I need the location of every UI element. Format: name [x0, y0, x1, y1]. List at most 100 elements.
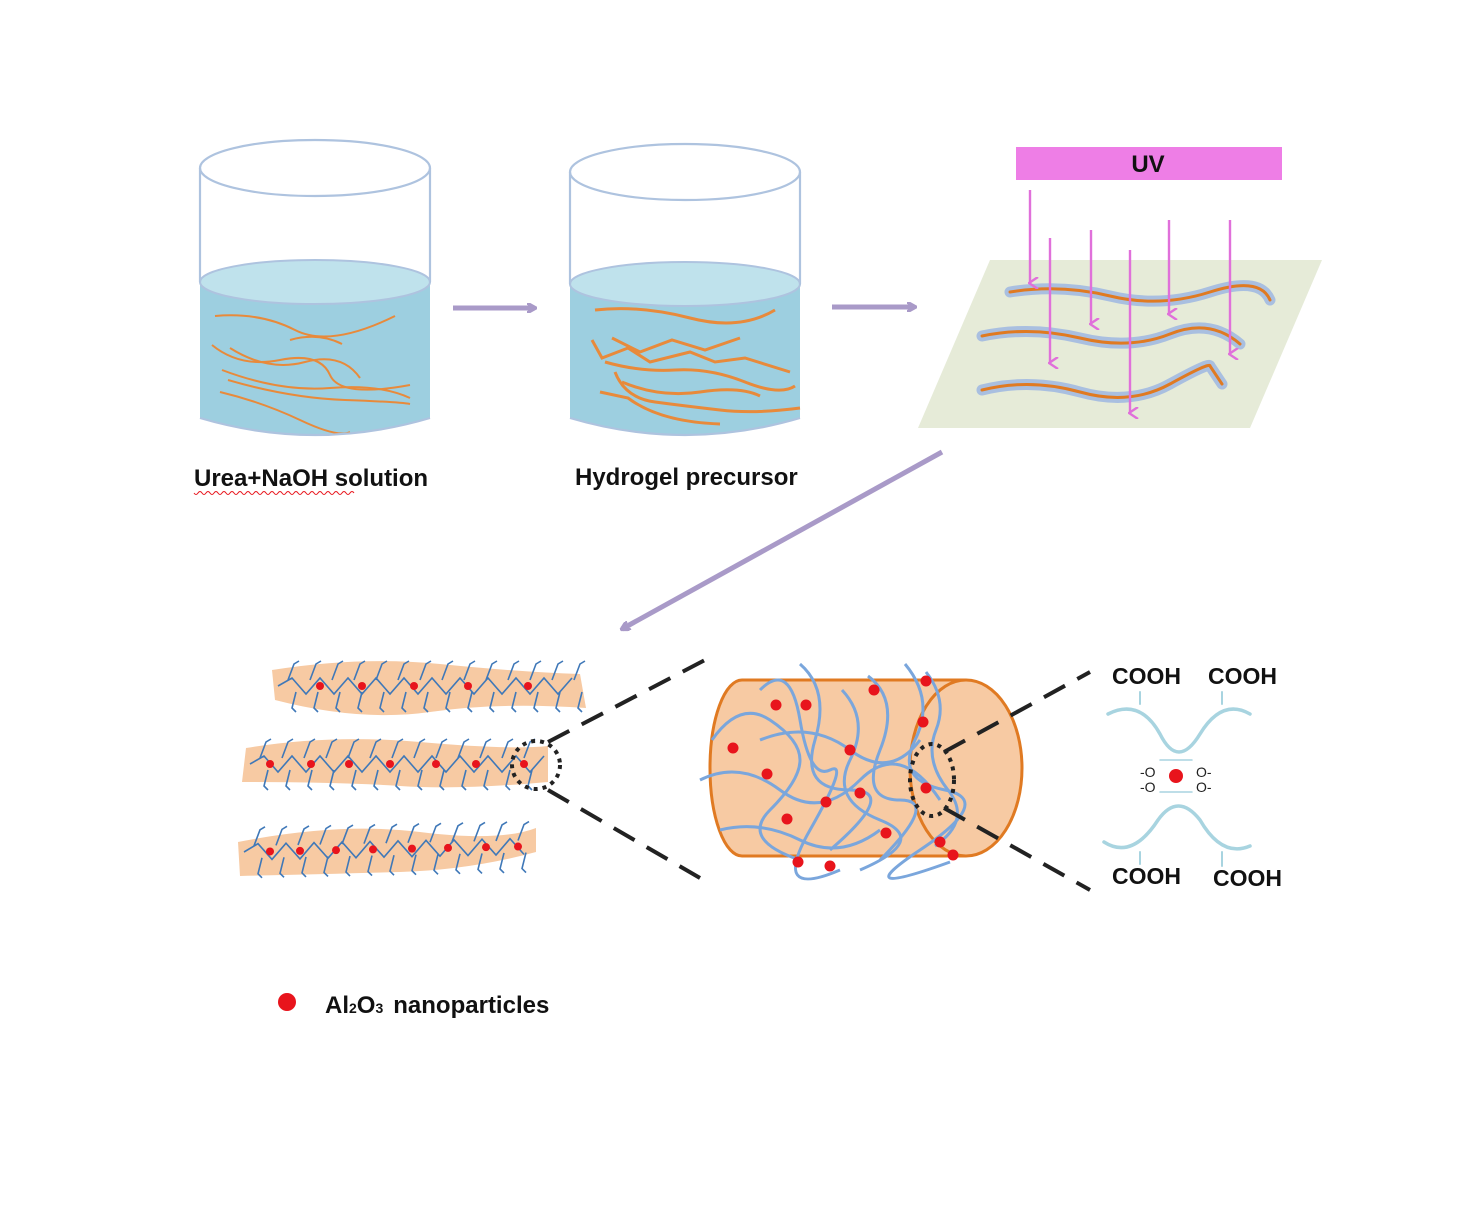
- chain-bottom: [1102, 804, 1252, 851]
- fiber-particle: [369, 845, 377, 854]
- fiber-band-3: [238, 828, 536, 876]
- uv-lamp-bar: [1016, 147, 1282, 180]
- fiber-particle: [514, 842, 522, 851]
- al2o3-particle-detail: [1169, 769, 1183, 783]
- fiber-branch: [499, 852, 505, 874]
- fiber-particle: [386, 760, 394, 768]
- fiber-particle: [482, 843, 490, 852]
- fiber-branch: [329, 769, 335, 791]
- fiber-backbone: [243, 837, 525, 861]
- uv-rays: [1030, 190, 1230, 413]
- cylinder-particle: [917, 716, 929, 728]
- cooh-label-4: COOH: [1213, 865, 1282, 891]
- cylinder-particle: [934, 836, 946, 848]
- fiber-branch: [573, 660, 586, 681]
- fiber-branch: [303, 738, 316, 759]
- fiber-branch: [281, 738, 294, 759]
- fiber-branch: [345, 855, 351, 877]
- fiber-branch: [467, 691, 473, 713]
- fiber-branch: [461, 769, 467, 791]
- fiber-branch: [257, 857, 263, 879]
- fiber-particle: [345, 760, 353, 768]
- cylinder-particle: [880, 827, 892, 839]
- o-minus-1: -O: [1140, 764, 1156, 780]
- fiber-branch: [297, 825, 310, 846]
- o-minus-3: O-: [1196, 764, 1212, 780]
- fiber-particle: [358, 682, 366, 690]
- fiber-backbone: [249, 754, 545, 774]
- fiber-branch: [501, 738, 514, 759]
- fiber-branch: [555, 691, 561, 713]
- fiber-branch: [309, 660, 322, 681]
- fiber-band-1: [272, 661, 586, 716]
- fiber-network: [243, 660, 586, 879]
- fiber-particle: [464, 682, 472, 690]
- cooh-label-1: COOH: [1112, 663, 1181, 689]
- polymer-strand: [719, 825, 881, 850]
- cylinder-particle: [868, 684, 880, 696]
- fiber-branch: [577, 691, 583, 713]
- polymer-strand: [799, 662, 873, 852]
- chain-top: [1106, 707, 1252, 754]
- cylinder-particle: [800, 699, 812, 711]
- fiber-branch: [429, 822, 442, 843]
- label-urea-naoh: Urea+NaOH solution: [194, 465, 428, 492]
- fiber-branch: [391, 738, 404, 759]
- fiber-particle: [266, 760, 274, 768]
- cellulose-fibers: [211, 314, 411, 435]
- fiber-branch: [479, 738, 492, 759]
- fiber-branch: [379, 691, 385, 713]
- fiber-branch: [489, 691, 495, 713]
- cylinder-particle: [770, 699, 782, 711]
- fiber-branch: [323, 856, 329, 878]
- fiber-branch: [445, 691, 451, 713]
- fiber-branch: [307, 769, 313, 791]
- fiber-branch: [441, 660, 454, 681]
- fiber-branch: [433, 854, 439, 875]
- fiber-branch: [341, 824, 354, 845]
- fiber-branch: [401, 691, 407, 713]
- o-minus-2: -O: [1140, 779, 1156, 795]
- fiber-particle: [296, 846, 304, 855]
- fiber-particle: [472, 760, 480, 768]
- beaker-urea-naoh: [198, 138, 432, 437]
- polymer-strand: [758, 678, 841, 881]
- cylinder-particle: [920, 675, 932, 687]
- zoom-lines-2: [943, 670, 1091, 892]
- fiber-branch: [275, 825, 288, 846]
- fiber-branch: [287, 660, 300, 681]
- fiber-branch: [369, 738, 382, 759]
- uv-crosslinking-stage: UV: [918, 147, 1322, 428]
- cylinder-nanoparticles: [727, 675, 959, 872]
- zoom-circle-small: [510, 739, 562, 791]
- fiber-branch: [367, 855, 373, 877]
- fiber-branch: [291, 691, 297, 713]
- dissolved-fibers: [590, 307, 801, 426]
- zoom-circle-large: [908, 742, 956, 818]
- fiber-particle: [524, 682, 532, 690]
- spellcheck-underline: [193, 491, 355, 495]
- fiber-branch: [551, 660, 564, 681]
- fiber-branch: [529, 660, 542, 681]
- fiber-particle: [444, 843, 452, 852]
- cooh-label-3: COOH: [1112, 863, 1181, 889]
- beaker-hydrogel-precursor: [568, 142, 802, 437]
- fiber-branch: [423, 691, 429, 713]
- o-minus-4: O-: [1196, 779, 1212, 795]
- fiber-branch: [521, 852, 527, 874]
- fiber-branch: [331, 660, 344, 681]
- fiber-branch: [357, 691, 363, 713]
- fiber-branch: [463, 660, 476, 681]
- uv-label: UV: [1131, 151, 1164, 178]
- fiber-branch: [505, 769, 511, 791]
- process-arrow-3: [622, 449, 944, 632]
- fiber-particle: [432, 760, 440, 768]
- hydrogel-fibers: [238, 660, 586, 879]
- fiber-branch: [325, 738, 338, 759]
- fiber-particle: [410, 682, 418, 690]
- fiber-branch: [313, 691, 319, 713]
- fiber-branch: [507, 660, 520, 681]
